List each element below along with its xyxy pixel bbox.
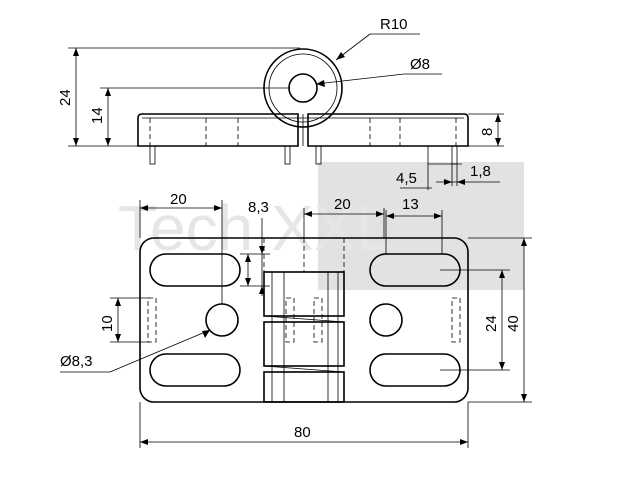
arrow-head xyxy=(376,211,384,217)
arrow-head xyxy=(202,330,210,338)
pin xyxy=(149,145,156,165)
dim-total-length: 80 xyxy=(294,424,311,441)
arrow-head xyxy=(386,213,394,219)
arrow-head xyxy=(499,362,505,370)
watermark-block xyxy=(318,162,524,290)
leader-line xyxy=(109,329,211,373)
arrow-head xyxy=(336,52,345,60)
dim-axis-height: 14 xyxy=(89,107,106,124)
hidden-pin xyxy=(451,297,461,343)
watermark: Tech XXL xyxy=(118,162,524,290)
dim-pin-spacing: 10 xyxy=(99,315,116,332)
dim-hole-diameter: Ø8,3 xyxy=(60,353,93,370)
dim-leaf-thickness: 8 xyxy=(479,128,496,136)
pin xyxy=(315,145,322,165)
arrow-head xyxy=(444,179,452,185)
dim-slot-height: 8,3 xyxy=(248,199,269,216)
arrow-head xyxy=(499,270,505,278)
arrow-head xyxy=(115,334,121,342)
dim-bore: Ø8 xyxy=(410,56,430,73)
side-view: 24 14 8 R10 Ø8 4,5 1,8 xyxy=(57,16,504,190)
arrow-head xyxy=(521,238,527,246)
slot xyxy=(149,253,241,287)
knuckle-joint xyxy=(263,365,345,373)
hidden-pin xyxy=(313,297,323,343)
slot xyxy=(149,353,241,387)
dim-overall-height: 24 xyxy=(57,89,74,106)
knuckle-segment xyxy=(263,371,345,403)
arrow-head xyxy=(457,179,465,185)
leader-line xyxy=(315,73,405,85)
arrow-head xyxy=(140,205,148,211)
hidden-pin xyxy=(147,297,157,343)
right-leaf-outline xyxy=(307,113,469,147)
dim-knuckle-width: 20 xyxy=(334,196,351,213)
arrow-head xyxy=(304,211,312,217)
pin xyxy=(284,145,291,165)
bore-circle xyxy=(288,73,318,103)
arrow-head xyxy=(259,286,265,294)
mounting-hole xyxy=(205,303,239,337)
dim-pin-diameter: 1,8 xyxy=(470,163,491,180)
dim-total-width: 40 xyxy=(505,315,522,332)
dim-slot-length: 13 xyxy=(402,196,419,213)
knuckle-segment xyxy=(263,321,345,367)
mounting-hole xyxy=(369,303,403,337)
hidden-pin xyxy=(285,297,295,343)
arrow-head xyxy=(259,246,265,254)
knuckle-joint xyxy=(263,315,345,323)
dim-radius: R10 xyxy=(380,16,408,33)
arrow-head xyxy=(105,88,111,96)
arrow-head xyxy=(73,48,79,56)
arrow-head xyxy=(521,394,527,402)
arrow-head xyxy=(316,80,325,87)
arrow-head xyxy=(140,439,148,445)
arrow-head xyxy=(105,138,111,146)
arrow-head xyxy=(495,138,501,146)
dim-slot-spacing: 24 xyxy=(483,315,500,332)
pin xyxy=(451,145,458,165)
watermark-text: Tech XXL xyxy=(118,192,392,264)
top-view: 20 8,3 20 13 10 Ø8,3 xyxy=(60,191,532,448)
arrow-head xyxy=(214,205,222,211)
arrow-head xyxy=(245,278,251,286)
arrow-head xyxy=(115,298,121,306)
arrow-head xyxy=(495,114,501,122)
arrow-head xyxy=(460,439,468,445)
dim-pin-length: 4,5 xyxy=(396,170,417,187)
left-leaf-outline xyxy=(137,113,299,147)
arrow-head xyxy=(434,213,442,219)
arrow-head xyxy=(73,138,79,146)
arrow-head xyxy=(245,254,251,262)
dim-slot-pitch: 20 xyxy=(170,191,187,208)
